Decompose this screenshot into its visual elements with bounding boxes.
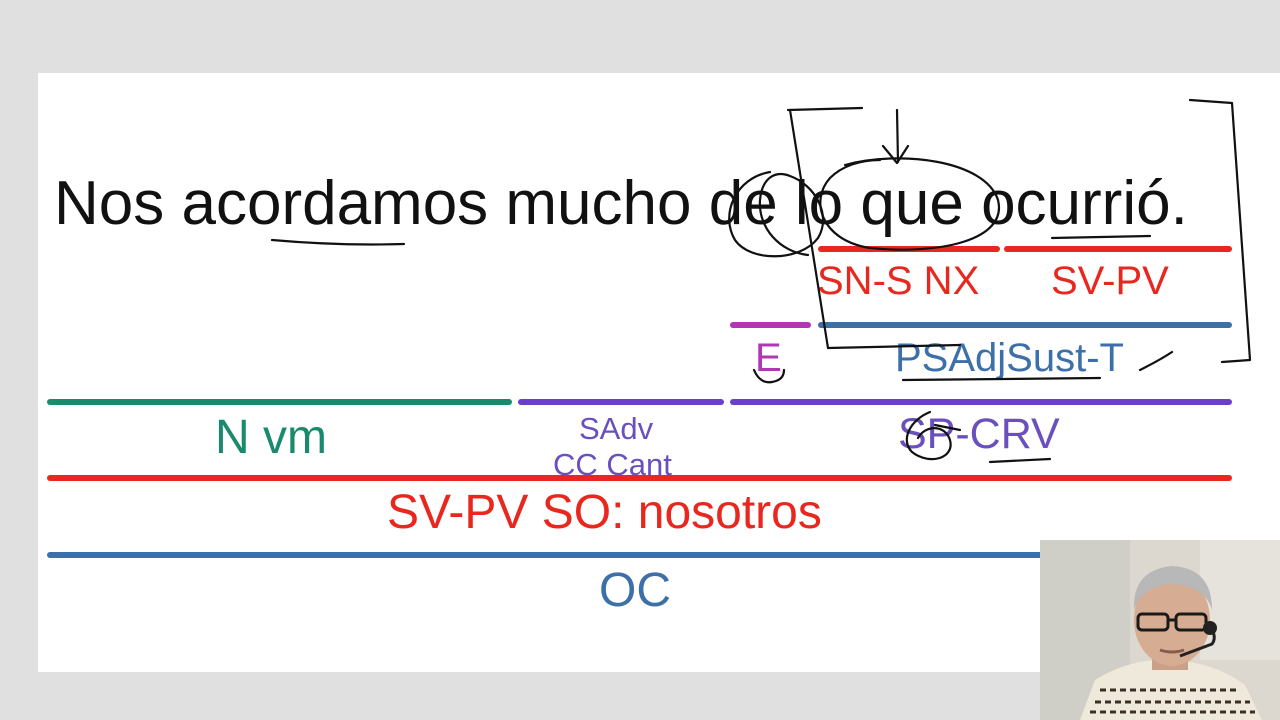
sentence-text: Nos acordamos mucho de lo que ocurrió. [54, 169, 1188, 238]
label-n-vm: N vm [215, 411, 327, 464]
bar-psadjsust [818, 322, 1232, 328]
label-sv-pv-main: SV-PV SO: nosotros [387, 486, 822, 539]
label-sadv-line2: CC Cant [553, 447, 672, 482]
bar-sv-pv-small [1004, 246, 1232, 252]
bar-sn-s-nx [818, 246, 1000, 252]
label-oc: OC [599, 564, 671, 617]
bar-n-vm [47, 399, 512, 405]
presenter-image [1040, 540, 1280, 720]
label-sv-pv-small: SV-PV [1051, 259, 1169, 303]
label-sn-s-nx: SN-S NX [817, 259, 980, 303]
bar-sv-pv-main [47, 475, 1232, 481]
presenter-webcam [1040, 540, 1280, 720]
label-e: E [755, 336, 782, 380]
label-sadv-line1: SAdv [579, 411, 654, 446]
bar-oc [47, 552, 1232, 558]
label-sp-crv: SP-CRV [898, 410, 1060, 458]
bar-sp-crv [730, 399, 1232, 405]
bar-sadv [518, 399, 724, 405]
bar-e [730, 322, 811, 328]
label-psadjsust: PSAdjSust-T [895, 336, 1124, 380]
